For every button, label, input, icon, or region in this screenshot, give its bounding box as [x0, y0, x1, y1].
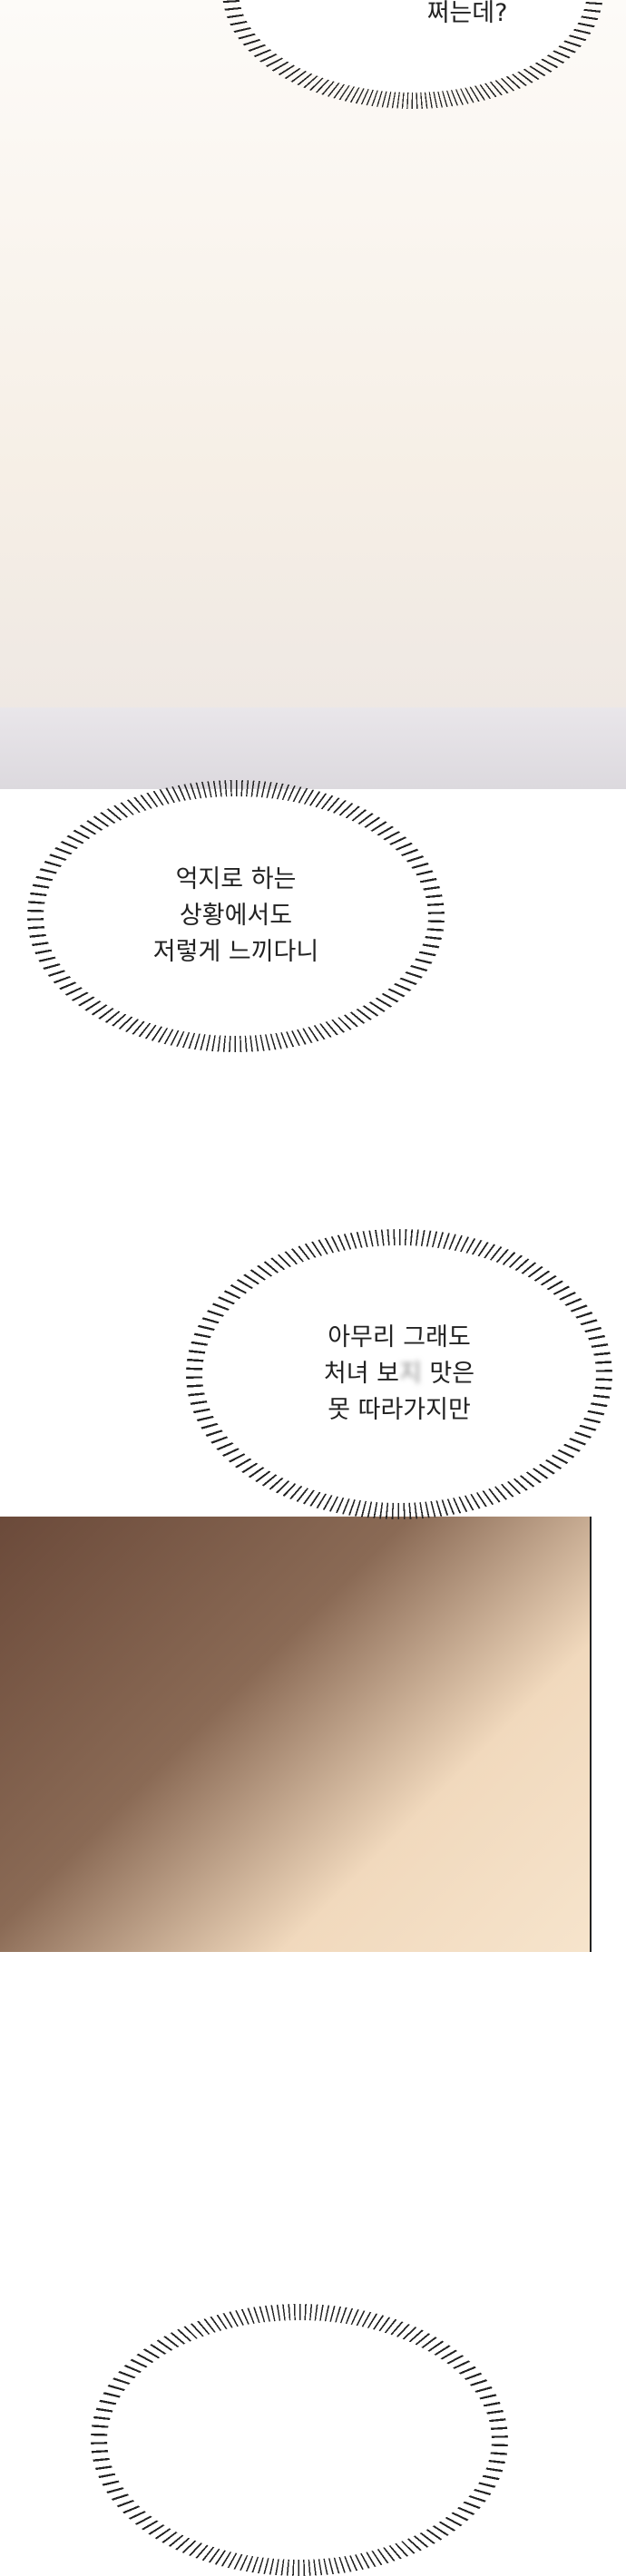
bubble-text: 저렇게 느끼다니: [152, 938, 319, 966]
comic-panel-1: [0, 0, 626, 789]
speech-burst-bottom: [91, 2304, 508, 2576]
bubble-text: 맛은: [421, 1360, 475, 1388]
speech-bubble-middle: 억지로 하는 상황에서도 저렇게 느끼다니: [50, 798, 422, 1034]
bubble-text: 못 따라가지만: [328, 1396, 471, 1424]
bubble-text: 억지로 하는: [175, 865, 297, 893]
bed-sheet-area: [0, 707, 626, 789]
comic-panel-2: [0, 1517, 592, 1952]
bubble-text: 아무리 그래도: [328, 1323, 471, 1351]
speech-bubble-lower: 아무리 그래도 처녀 보지 맛은 못 따라가지만: [209, 1247, 590, 1501]
bubble-text: 상황에서도: [179, 902, 293, 930]
bubble-text: 처녀 보: [323, 1360, 399, 1388]
censored-text: 지: [399, 1360, 422, 1388]
bubble-text-line2: 처녀 보지 맛은: [324, 1356, 474, 1392]
bubble-text: 쩌는데?: [426, 0, 508, 27]
